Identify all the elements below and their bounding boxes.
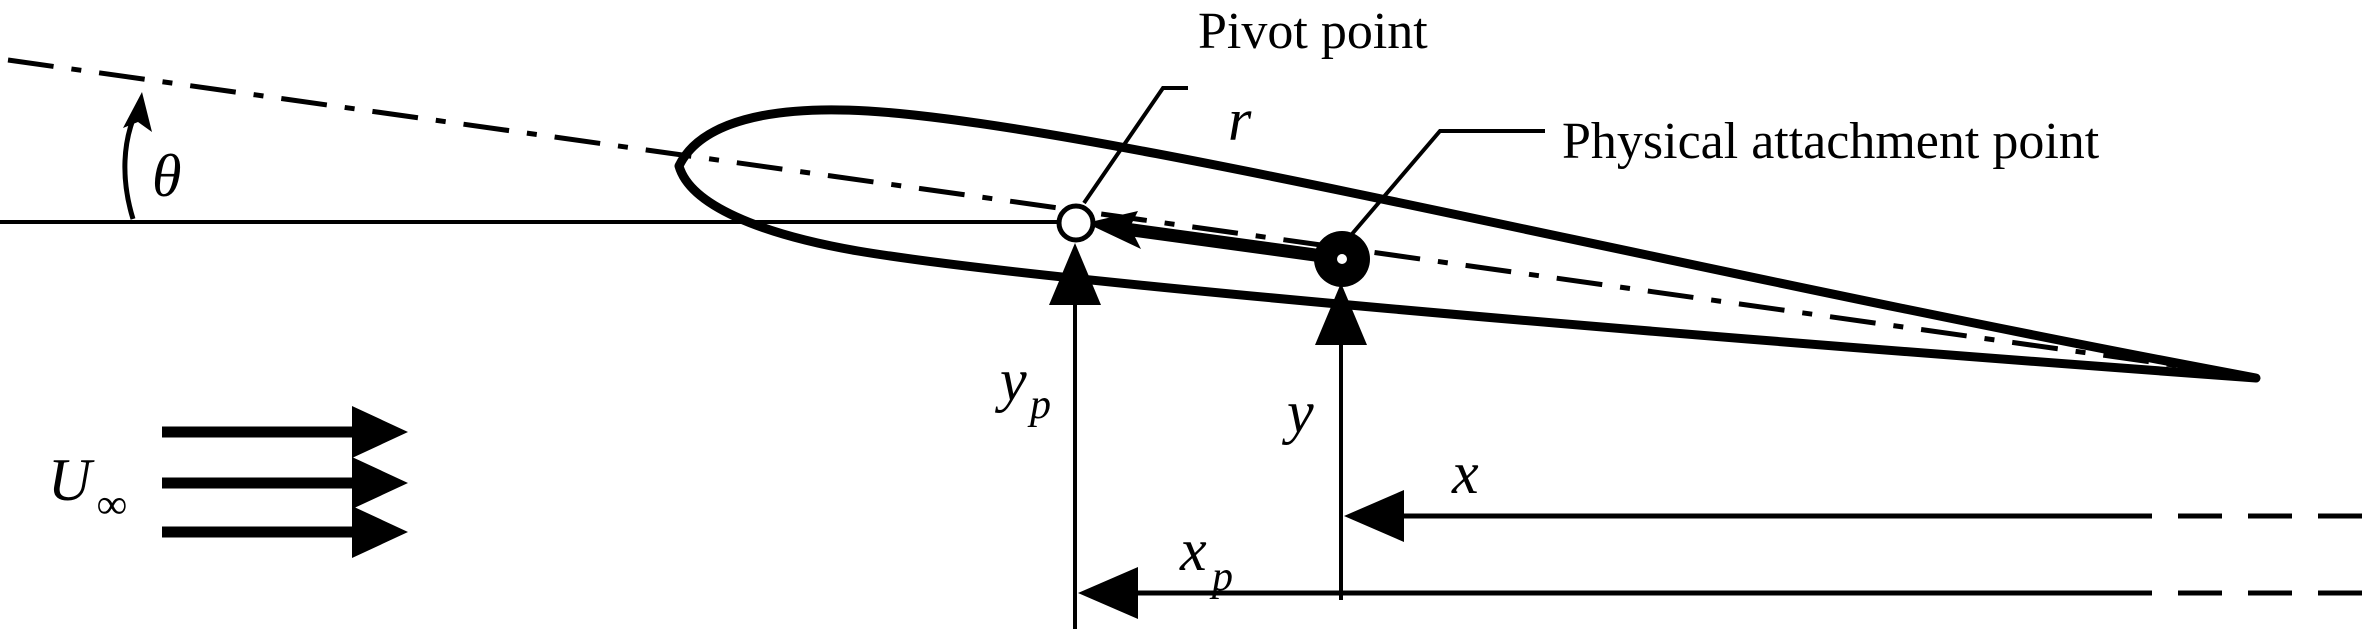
yp-label: y p: [994, 347, 1051, 428]
y-label: y: [1281, 379, 1314, 445]
pivot-point-leader-line: [1082, 86, 1188, 205]
x-label: x: [1451, 440, 1479, 506]
pivot-point-marker: [1056, 203, 1096, 243]
freestream-arrowhead-1-icon: [352, 406, 408, 458]
y-dimension-arrowhead-icon: [1315, 283, 1367, 345]
yp-label-base: y: [994, 347, 1027, 413]
pivot-point-label: Pivot point: [1198, 3, 1428, 60]
xp-label-base: x: [1179, 517, 1207, 583]
yp-label-subscript: p: [1027, 382, 1051, 428]
xp-dimension-arrowhead-icon: [1078, 567, 1138, 619]
freestream-arrow-group: [162, 406, 408, 558]
airfoil-outline: [674, 105, 2261, 383]
freestream-arrowhead-3-icon: [352, 506, 408, 558]
pitch-angle-arrowhead-icon: [123, 92, 152, 132]
pitch-angle-label: θ: [152, 143, 181, 209]
x-dimension-arrowhead-icon: [1344, 490, 1404, 542]
xp-label: x p: [1179, 517, 1233, 600]
freestream-label-subscript: ∞: [97, 482, 127, 528]
freestream-label-base: U: [48, 447, 95, 513]
freestream-label: U ∞: [48, 447, 127, 528]
freestream-arrowhead-2-icon: [352, 457, 408, 509]
yp-dimension-arrowhead-icon: [1049, 243, 1101, 305]
radius-label: r: [1228, 87, 1252, 153]
r-vector-arrowhead-icon: [1086, 211, 1141, 249]
attachment-point-leader-line: [1350, 129, 1545, 236]
xp-label-subscript: p: [1209, 554, 1233, 600]
physical-attachment-point-label: Physical attachment point: [1562, 113, 2100, 170]
attachment-point-center-hole: [1337, 254, 1347, 264]
r-vector-shaft: [1117, 221, 1338, 265]
